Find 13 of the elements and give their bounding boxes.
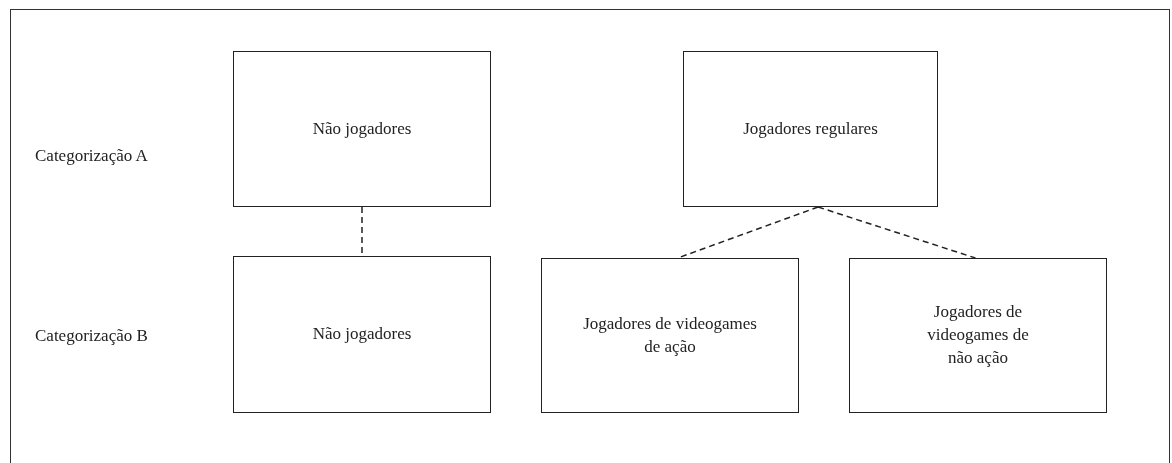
dashed-connector xyxy=(817,206,977,259)
box-label: Jogadores de videogames de não ação xyxy=(926,301,1030,369)
category-box xyxy=(233,51,491,207)
category-box xyxy=(541,258,799,413)
row-label: Categorização A xyxy=(35,146,148,166)
box-label: Não jogadores xyxy=(312,117,412,140)
box-label: Não jogadores xyxy=(312,323,412,346)
box-label: Jogadores regulares xyxy=(743,117,878,140)
row-label: Categorização B xyxy=(35,326,148,346)
category-box xyxy=(849,258,1107,413)
category-box xyxy=(233,256,491,413)
category-box xyxy=(683,51,938,207)
box-label: Jogadores de videogames de ação xyxy=(582,312,758,358)
